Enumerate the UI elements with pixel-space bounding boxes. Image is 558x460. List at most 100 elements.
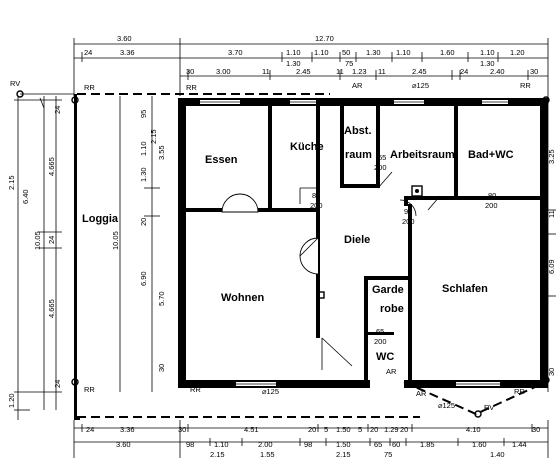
dim-text: 24 (86, 425, 94, 434)
dim-text: 2.15 (336, 450, 351, 459)
top-dimension-lines (73, 38, 549, 96)
dim-text: 1.10 (139, 141, 148, 156)
rv-label: RV (484, 403, 494, 412)
door-label-bottom: 200 (485, 201, 498, 210)
dim-text: 2.45 (412, 67, 427, 76)
dim-text: 20 (400, 425, 408, 434)
room-label-arbeitsraum: Arbeitsraum (390, 149, 455, 161)
dim-text: 5.70 (157, 291, 166, 306)
dim-text: 3.00 (216, 67, 231, 76)
dim-text: 10.05 (111, 231, 120, 250)
ar-label: AR (386, 367, 397, 376)
door-label-top: 80 (312, 191, 320, 200)
dim-text: 60 (392, 440, 400, 449)
dim-text: 1.40 (490, 450, 505, 459)
rr-label: RR (190, 385, 201, 394)
dim-text: 6.40 (21, 189, 30, 204)
room-label-schlafen: Schlafen (442, 283, 488, 295)
dim-text: 11 (336, 67, 344, 76)
bathroom-fixture (411, 185, 423, 197)
room-label-kueche: Küche (290, 141, 324, 153)
dim-text: 2.15 (149, 129, 158, 144)
dim-text: 1.50 (336, 440, 351, 449)
dim-text: 1.30 (480, 59, 495, 68)
left-dimension-text: 1.20 2.15 6.40 10.05 4.665 24 4.665 24 1… (7, 106, 166, 408)
dim-text: 10.05 (33, 231, 42, 250)
rr-label: RR (514, 387, 525, 396)
door-label-bottom: 200 (374, 163, 387, 172)
dim-text: 3.25 (547, 149, 556, 164)
room-label-garderobe-top: Garde (372, 284, 404, 296)
dim-text: 2.40 (490, 67, 505, 76)
dim-text: 11 (378, 67, 386, 76)
dim-text: 24 (84, 48, 92, 57)
dim-text: 11 (547, 210, 556, 218)
ar-label: AR (416, 389, 427, 398)
pipe-markers: RV RR RR AR ⌀125 RR RR RR ⌀125 AR AR ⌀12… (10, 79, 531, 412)
dim-text: 3.55 (157, 145, 166, 160)
top-dimension-text: 3.60 12.70 24 3.36 3.70 1.10 1.10 50 1.3… (84, 34, 538, 76)
rr-label: RR (84, 385, 95, 394)
dim-text: 4.665 (47, 157, 56, 176)
dim-text: 11 (262, 67, 270, 76)
dim-text: 1.85 (420, 440, 435, 449)
dim-text: 20 (370, 425, 378, 434)
right-dimension-text: 3.25 11 6.09 30 (547, 149, 556, 376)
dim-text: 24 (47, 236, 56, 244)
dim-text: 1.10 (480, 48, 495, 57)
dim-text: 1.20 (510, 48, 525, 57)
door-label-bottom: 200 (374, 337, 387, 346)
dim-text: 20 (308, 425, 316, 434)
room-labels: Essen Küche Abst. raum Arbeitsraum Bad+W… (82, 125, 514, 363)
rr-label: RR (84, 83, 95, 92)
dim-text: 1.30 (366, 48, 381, 57)
rv-label: RV (10, 79, 20, 88)
dim-text: 1.29 (384, 425, 399, 434)
dim-text: 5 (324, 425, 328, 434)
room-label-loggia: Loggia (82, 213, 119, 225)
dim-text: 2.15 (7, 175, 16, 190)
room-label-garderobe-bottom: robe (380, 303, 404, 315)
dim-text: 30 (532, 425, 540, 434)
dim-text: 75 (345, 59, 353, 68)
dim-text: 95 (139, 110, 148, 118)
room-label-essen: Essen (205, 154, 238, 166)
dim-text: 1.50 (336, 425, 351, 434)
door-labels: 80 200 65 200 90 200 80 200 65 200 (310, 153, 498, 346)
dim-text: 3.60 (116, 440, 131, 449)
doors (221, 171, 441, 370)
dim-text: 1.60 (472, 440, 487, 449)
dim-text: 65 (374, 440, 382, 449)
dim-text: 1.55 (260, 450, 275, 459)
bottom-dimension-lines (73, 420, 549, 458)
dim-text: 4.665 (47, 299, 56, 318)
room-label-wohnen: Wohnen (221, 292, 264, 304)
dim-text: 1.10 (314, 48, 329, 57)
dim-text: 3.60 (117, 34, 132, 43)
dim-text: 1.10 (396, 48, 411, 57)
dim-text: 98 (186, 440, 194, 449)
room-label-abstellraum-top: Abst. (344, 125, 372, 137)
pipe-125-label: ⌀125 (262, 387, 279, 396)
dim-text: 24 (460, 67, 468, 76)
dim-text: 30 (157, 364, 166, 372)
room-label-diele: Diele (344, 234, 370, 246)
dim-text: 98 (304, 440, 312, 449)
door-label-bottom: 200 (402, 217, 415, 226)
bottom-dimension-text: 24 3.36 30 4.51 20 5 1.50 5 20 1.29 20 4… (86, 425, 540, 459)
dim-text: 4.10 (466, 425, 481, 434)
dim-text: 30 (547, 368, 556, 376)
dim-text: 6.90 (139, 271, 148, 286)
side-dimension-lines (14, 96, 556, 420)
rr-label: RR (186, 83, 197, 92)
room-label-wc: WC (376, 351, 394, 363)
dim-text: 1.10 (286, 48, 301, 57)
dim-text: 30 (530, 67, 538, 76)
dim-text: 1.20 (7, 393, 16, 408)
dim-text: 1.30 (139, 167, 148, 182)
rr-label: RR (520, 81, 531, 90)
room-label-abstellraum-bottom: raum (345, 149, 372, 161)
dim-text: 30 (178, 425, 186, 434)
door-label-top: 65 (378, 153, 386, 162)
